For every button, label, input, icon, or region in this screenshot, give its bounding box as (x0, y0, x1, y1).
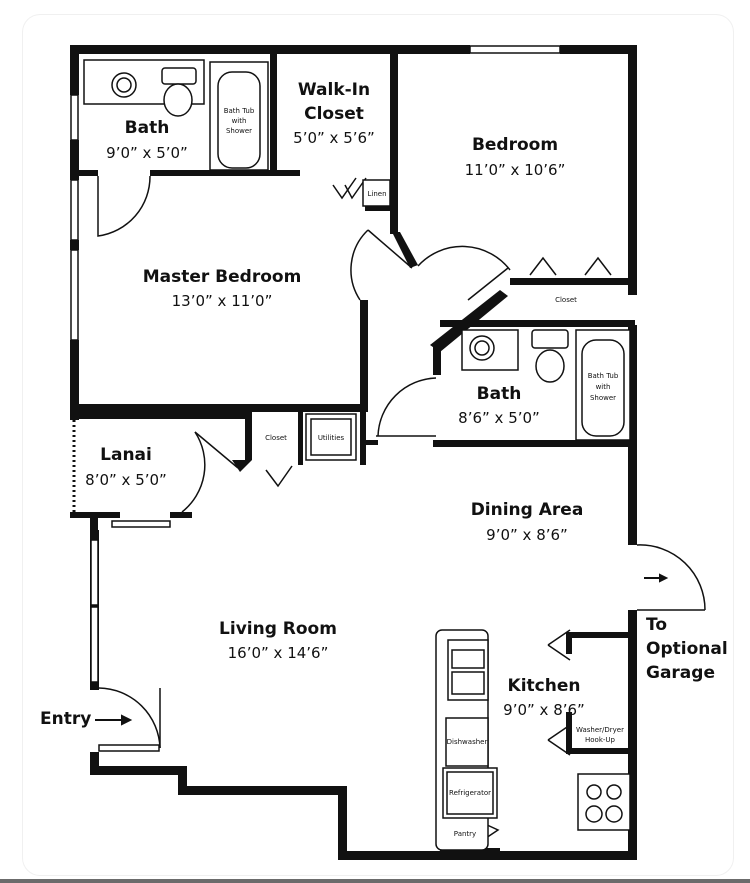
lanai-size: 8’0” x 5’0” (85, 471, 167, 489)
hall-closet-label: Closet (265, 434, 287, 442)
washer-label-2: Hook-Up (585, 736, 616, 744)
bath2-size: 8’6” x 5’0” (458, 409, 540, 427)
kitchen-name: Kitchen (508, 676, 581, 696)
arrows (95, 573, 669, 726)
bedroom-door (417, 245, 511, 271)
walkin-name-1: Walk-In (298, 80, 370, 100)
garage-label-3: Garage (646, 663, 715, 683)
linen-closet (362, 179, 391, 207)
garage-label-1: To (646, 615, 667, 635)
room-labels: Bath 9’0” x 5’0” Walk-In Closet 5’0” x 5… (85, 80, 585, 719)
master-size: 13’0” x 11’0” (172, 292, 273, 310)
bath1-size: 9’0” x 5’0” (106, 144, 188, 162)
dishwasher (445, 717, 489, 767)
bath2-name: Bath (477, 384, 522, 404)
lanai-name: Lanai (100, 445, 152, 465)
bedroom-size: 11’0” x 10’6” (465, 161, 566, 179)
stove (577, 773, 631, 831)
lanai-door (181, 431, 206, 513)
bath1-door (97, 175, 151, 237)
washer-label-1: Washer/Dryer (576, 726, 624, 734)
bath2-toilet-tank (531, 329, 569, 349)
utilities-label: Utilities (318, 434, 345, 442)
page-bottom-rule (0, 879, 750, 883)
garage-door (636, 544, 706, 611)
windows (70, 45, 561, 752)
walls (70, 45, 637, 860)
walkin-name-2: Closet (304, 104, 364, 124)
garage-label-2: Optional (646, 639, 728, 659)
bath2-tub-label-c: Shower (590, 394, 616, 402)
dining-name: Dining Area (471, 500, 584, 520)
doors (97, 175, 706, 839)
master-door (350, 229, 369, 301)
refrigerator-label: Refrigerator (449, 789, 491, 797)
bath1-tub-label-c: Shower (226, 127, 252, 135)
other-labels: Entry To Optional Garage Bath Tub with S… (40, 107, 728, 838)
walkin-size: 5’0” x 5’6” (293, 129, 375, 147)
pantry-label: Pantry (454, 830, 476, 838)
entry-door (98, 687, 161, 749)
bath2-tub (581, 339, 625, 437)
kitchen-size: 9’0” x 8’6” (503, 701, 585, 719)
dining-size: 9’0” x 8’6” (486, 526, 568, 544)
living-size: 16’0” x 14’6” (228, 644, 329, 662)
bath2-toilet (535, 349, 565, 383)
bath2-tub-label-b: with (596, 383, 611, 391)
living-name: Living Room (219, 619, 337, 639)
bath1-name: Bath (125, 118, 170, 138)
master-name: Master Bedroom (143, 267, 302, 287)
bedroom-name: Bedroom (472, 135, 558, 155)
bath2-door (377, 377, 437, 437)
bath1-toilet-tank (161, 67, 197, 85)
fixtures (83, 59, 631, 851)
bath1-tub (217, 71, 261, 169)
entry-label: Entry (40, 709, 91, 729)
bath1-tub-label-a: Bath Tub (224, 107, 255, 115)
linen-label: Linen (367, 190, 386, 198)
bath1-tub-label-b: with (232, 117, 247, 125)
dishwasher-label: Dishwasher (447, 738, 488, 746)
bedroom-closet-label: Closet (555, 296, 577, 304)
bath2-tub-label-a: Bath Tub (588, 372, 619, 380)
bath1-toilet (163, 83, 193, 117)
